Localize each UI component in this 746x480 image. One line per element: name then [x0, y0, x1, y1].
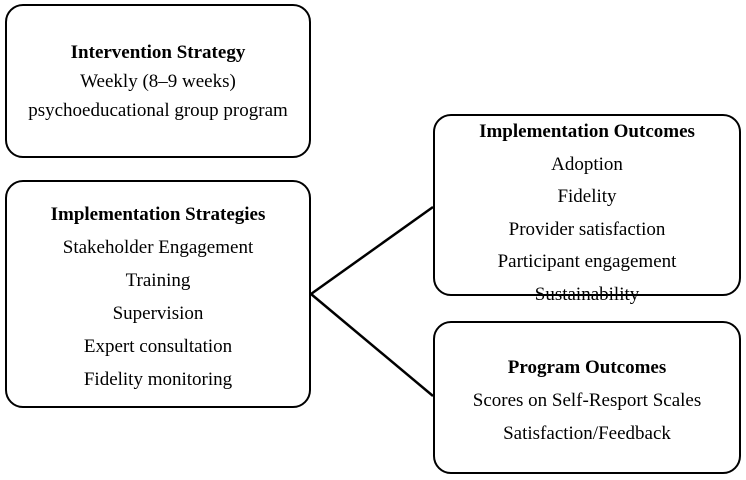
connector-to-implementation-outcomes [310, 205, 434, 296]
program-outcomes-box: Program Outcomes Scores on Self-Resport … [433, 321, 741, 474]
implementation-outcomes-title: Implementation Outcomes [479, 121, 695, 142]
intervention-line-1: Weekly (8–9 weeks) [80, 71, 236, 92]
strategy-item: Training [125, 270, 191, 291]
outcome-item: Provider satisfaction [508, 218, 666, 240]
connector-to-program-outcomes [310, 293, 434, 397]
outcome-item: Fidelity [557, 186, 617, 207]
intervention-line-2: psychoeducational group program [28, 100, 288, 121]
outcome-item: Adoption [551, 153, 623, 175]
program-outcomes-title: Program Outcomes [507, 357, 667, 378]
implementation-outcomes-box: Implementation Outcomes Adoption Fidelit… [433, 114, 741, 305]
strategy-item: Stakeholder Engagement [62, 237, 254, 258]
outcome-item: Sustainability [534, 283, 640, 305]
intervention-strategy-box: Intervention Strategy Weekly (8–9 weeks)… [5, 4, 311, 158]
program-outcome-item: Satisfaction/Feedback [503, 423, 671, 444]
implementation-strategies-title: Implementation Strategies [50, 204, 266, 225]
program-outcome-item: Scores on Self-Resport Scales [472, 390, 702, 411]
outcome-item: Participant engagement [497, 251, 677, 272]
strategy-item: Fidelity monitoring [83, 369, 233, 390]
strategy-item: Supervision [112, 303, 204, 324]
strategy-item: Expert consultation [83, 336, 233, 357]
intervention-strategy-title: Intervention Strategy [70, 42, 246, 63]
implementation-strategies-box: Implementation Strategies Stakeholder En… [5, 180, 311, 408]
